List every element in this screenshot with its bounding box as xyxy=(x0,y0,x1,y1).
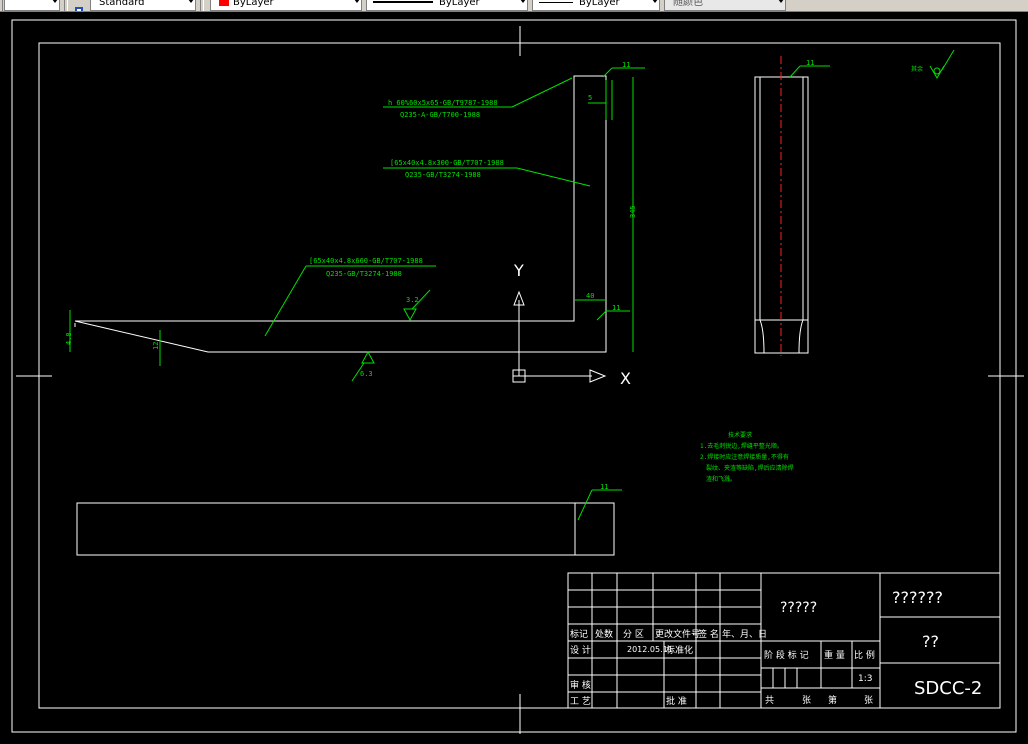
plot-style-select[interactable]: 随颜色 xyxy=(664,0,786,11)
tb-approve: 批 准 xyxy=(666,695,687,707)
tb-weight: 重 量 xyxy=(824,649,845,661)
technical-notes: 技术要求 1.去毛刺锐边,焊缝平整光顺。 2.焊接时应注意焊接质量,不得有 裂纹… xyxy=(700,431,794,483)
lineweight-value: ByLayer xyxy=(579,0,620,8)
tb-standardize: 标准化 xyxy=(666,644,693,656)
previous-style-combo[interactable] xyxy=(4,0,60,11)
ucs-icon: Y X xyxy=(512,261,631,388)
drawing-svg: 11 5 345 40 11 11 11 4.8 12 3.2 6.3 其余 h… xyxy=(11,19,1024,734)
tb-drawing-no: SDCC-2 xyxy=(914,678,982,699)
tech-notes-line2: 2.焊接时应注意焊接质量,不得有 xyxy=(700,453,789,461)
dim-12-label: 12 xyxy=(152,342,160,350)
ucs-y-label: Y xyxy=(513,261,524,280)
side-view-outline xyxy=(754,76,809,354)
weld-bottom-label: 11 xyxy=(600,483,608,491)
roughness-3-2-icon xyxy=(403,289,431,322)
front-view xyxy=(74,75,607,353)
dim-345-label: 345 xyxy=(629,205,637,218)
linetype-select[interactable]: ByLayer xyxy=(366,0,528,11)
tech-notes-line3: 裂纹、夹渣等缺陷,焊后应清除焊 xyxy=(706,464,794,472)
color-value: ByLayer xyxy=(233,0,274,8)
chevron-down-icon xyxy=(652,0,658,3)
leader3-line1: [65x40x4.8x660-GB/T707-1988 xyxy=(309,257,423,265)
lineweight-preview-icon xyxy=(539,2,573,3)
tech-notes-line4: 渣和飞溅。 xyxy=(706,475,736,483)
toolbar-separator xyxy=(64,0,68,11)
roughness-6-3-icon xyxy=(351,350,375,382)
surface-rest-label: 其余 xyxy=(911,65,923,73)
tech-notes-title: 技术要求 xyxy=(728,431,752,439)
text-style-icon[interactable] xyxy=(74,0,84,11)
roughness-6-3-label: 6.3 xyxy=(360,370,373,378)
toolbar-separator xyxy=(200,0,204,11)
title-block: 标记 处数 分 区 更改文件号 签 名 年、月、日 设 计 2012.05.11… xyxy=(567,572,1001,709)
drawing-canvas[interactable]: 11 5 345 40 11 11 11 4.8 12 3.2 6.3 其余 h… xyxy=(0,12,1028,740)
tb-col-count: 处数 xyxy=(595,628,613,640)
linetype-value: ByLayer xyxy=(439,0,480,8)
leader2-line1: [65x40x4.8x300-GB/T707-1988 xyxy=(390,159,504,167)
tb-sheets-unit: 张 xyxy=(802,695,811,706)
tech-notes-line1: 1.去毛刺锐边,焊缝平整光顺。 xyxy=(700,442,783,450)
tb-material: ????? xyxy=(780,600,817,616)
tb-row-review: 审 核 xyxy=(570,679,591,691)
leader3-line2: Q235-GB/T3274-1988 xyxy=(326,270,402,278)
roughness-3-2-label: 3.2 xyxy=(406,296,419,304)
dim-40-label: 40 xyxy=(586,292,594,300)
chevron-down-icon xyxy=(188,0,194,3)
text-style-select[interactable]: Standard xyxy=(90,0,196,11)
weld-top-label: 11 xyxy=(622,61,630,69)
ucs-x-label: X xyxy=(620,369,631,388)
weld-side-label: 11 xyxy=(806,59,814,67)
text-style-value: Standard xyxy=(99,0,145,8)
tb-col-docno: 更改文件号 xyxy=(655,628,700,640)
plot-style-value: 随颜色 xyxy=(673,0,703,8)
tb-sheet-unit2: 张 xyxy=(864,695,873,706)
properties-toolbar: Standard ByLayer ByLayer ByLayer 随颜色 xyxy=(0,0,1028,12)
leader1-line1: h 60%60x5x65-GB/T9787-1988 xyxy=(388,99,498,107)
leader2-line2: Q235-GB/T3274-1988 xyxy=(405,171,481,179)
annotations: 11 5 345 40 11 11 11 4.8 12 3.2 6.3 其余 h… xyxy=(65,49,955,521)
dim-5-label: 5 xyxy=(588,94,592,102)
chevron-down-icon xyxy=(52,0,58,3)
tb-stage-mark: 阶 段 标 记 xyxy=(764,649,809,661)
tb-col-sign: 签 名 xyxy=(698,628,719,640)
side-view xyxy=(754,56,809,356)
chevron-down-icon xyxy=(778,0,784,3)
tb-part-name: ?? xyxy=(922,632,939,651)
linetype-preview-icon xyxy=(373,1,433,3)
dim-4-8-label: 4.8 xyxy=(65,332,73,345)
bottom-view-outline xyxy=(76,502,615,556)
tb-row-design: 设 计 xyxy=(570,644,591,656)
tb-company: ?????? xyxy=(892,588,943,607)
tb-sheets-total: 共 xyxy=(765,695,774,706)
tb-scale: 比 例 xyxy=(854,649,875,661)
weld-mid-label: 11 xyxy=(612,304,620,312)
bottom-view xyxy=(76,502,615,556)
color-select[interactable]: ByLayer xyxy=(210,0,362,11)
color-swatch-icon xyxy=(219,0,229,6)
roughness-rest-icon xyxy=(929,49,955,79)
tb-col-date: 年、月、日 xyxy=(722,628,767,640)
tb-col-mark: 标记 xyxy=(570,628,588,640)
chevron-down-icon xyxy=(520,0,526,3)
tb-row-process: 工 艺 xyxy=(570,696,591,707)
tb-scale-value: 1:3 xyxy=(858,674,872,684)
leader1-line2: Q235-A-GB/T700-1988 xyxy=(400,111,480,119)
tb-col-zone: 分 区 xyxy=(623,629,644,640)
lineweight-select[interactable]: ByLayer xyxy=(532,0,660,11)
tb-design-date: 2012.05.11 xyxy=(627,645,673,654)
tb-sheet-no: 第 xyxy=(828,694,837,706)
chevron-down-icon xyxy=(354,0,360,3)
front-view-outline xyxy=(74,75,607,353)
